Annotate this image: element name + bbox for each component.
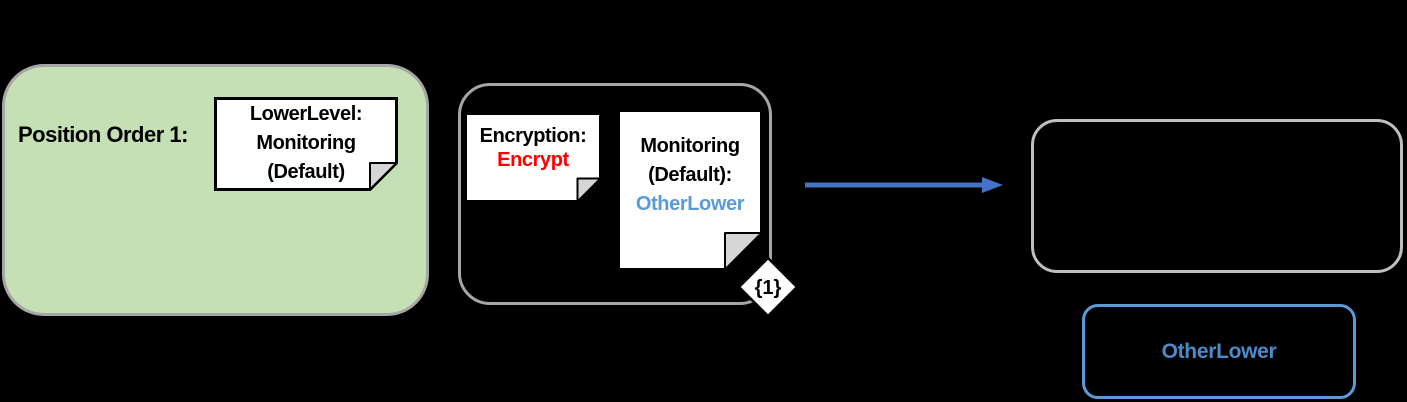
folded-corner-icon	[369, 162, 398, 191]
constraint-badge: {1}	[737, 256, 799, 318]
other-lower-box: OtherLower	[1082, 304, 1356, 399]
monitoring-note	[617, 109, 763, 271]
result-box	[1031, 119, 1403, 273]
folded-corner-icon	[724, 232, 763, 271]
arrow-head	[982, 177, 1003, 193]
lower-level-note	[214, 97, 398, 191]
flow-arrow-icon	[805, 177, 1003, 193]
folded-corner-icon	[576, 177, 602, 203]
other-lower-label: OtherLower	[1161, 339, 1277, 363]
encryption-note	[464, 112, 602, 203]
diamond-icon	[737, 256, 799, 318]
position-order-label: Position Order 1:	[18, 122, 188, 147]
badge-label: {1}	[755, 277, 782, 299]
